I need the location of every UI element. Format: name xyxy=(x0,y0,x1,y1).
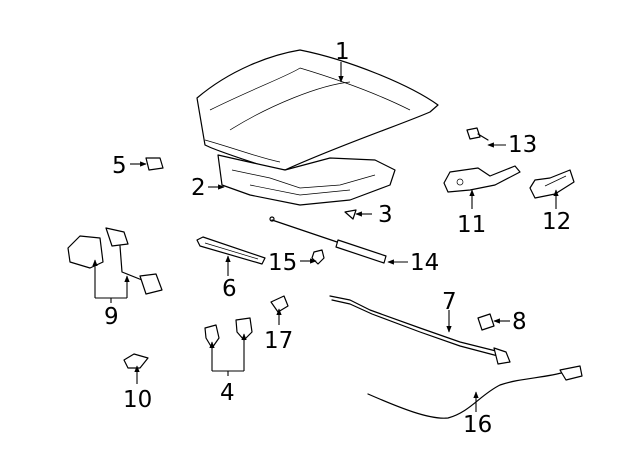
retainer-clip xyxy=(270,295,289,313)
hood-hinge-left xyxy=(443,165,521,193)
callout-10: 10 xyxy=(123,387,152,413)
hood-insulator xyxy=(217,154,396,206)
callout-17: 17 xyxy=(264,328,293,354)
release-handle-cable xyxy=(367,365,583,419)
strut-bolt xyxy=(311,249,325,265)
callout-1: 1 xyxy=(335,39,350,65)
hood-panel xyxy=(196,49,439,171)
hood-hinge-right xyxy=(529,169,575,199)
callout-4: 4 xyxy=(220,380,235,406)
bracket-4 xyxy=(209,333,247,376)
callout-9: 9 xyxy=(104,304,119,330)
callout-7: 7 xyxy=(442,289,457,315)
callout-15: 15 xyxy=(268,250,297,276)
bracket-9 xyxy=(92,259,130,303)
release-cable xyxy=(329,295,511,365)
grommet xyxy=(477,313,495,331)
callout-8: 8 xyxy=(512,309,527,335)
hood-strut xyxy=(269,216,387,264)
seal-strip xyxy=(196,236,266,265)
callout-2: 2 xyxy=(191,175,206,201)
clip xyxy=(123,353,149,369)
hood-latch xyxy=(67,227,163,295)
callout-6: 6 xyxy=(222,276,237,302)
callout-12: 12 xyxy=(542,209,571,235)
fasteners xyxy=(204,317,253,349)
hinge-bolt xyxy=(466,127,489,141)
callout-16: 16 xyxy=(463,412,492,438)
callout-3: 3 xyxy=(378,202,393,228)
callout-13: 13 xyxy=(508,132,537,158)
hood-bumper xyxy=(145,157,164,171)
callout-14: 14 xyxy=(410,250,439,276)
plug xyxy=(344,209,357,220)
callout-5: 5 xyxy=(112,153,127,179)
callout-11: 11 xyxy=(457,212,486,238)
